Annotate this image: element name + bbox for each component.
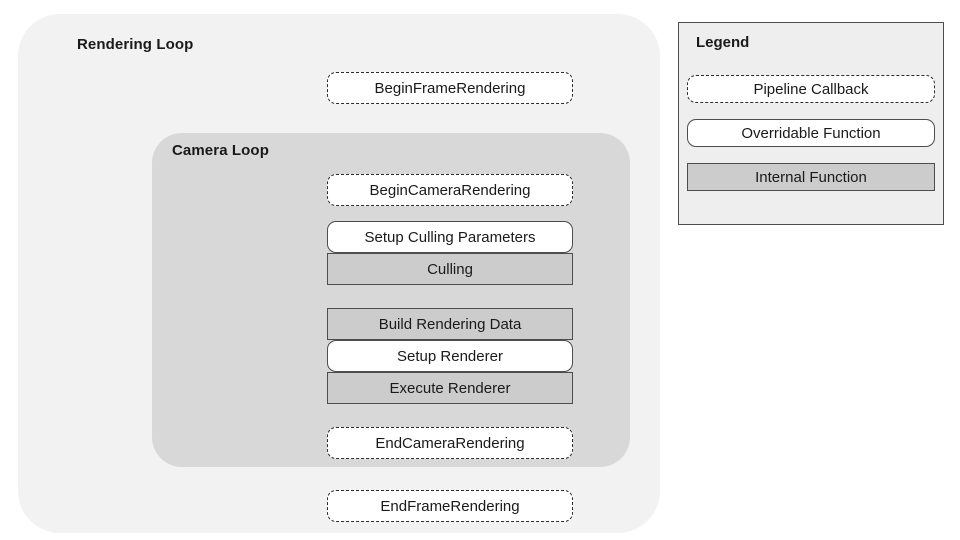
node-begin-frame-rendering[interactable]: BeginFrameRendering: [327, 72, 573, 104]
rendering-loop-title: Rendering Loop: [77, 36, 194, 53]
node-begin-camera-rendering[interactable]: BeginCameraRendering: [327, 174, 573, 206]
node-end-frame-rendering[interactable]: EndFrameRendering: [327, 490, 573, 522]
node-setup-culling-parameters[interactable]: Setup Culling Parameters: [327, 221, 573, 253]
legend-item-pipeline-callback: Pipeline Callback: [687, 75, 935, 103]
legend-item-internal-function: Internal Function: [687, 163, 935, 191]
legend-title: Legend: [696, 34, 750, 51]
node-culling[interactable]: Culling: [327, 253, 573, 285]
legend-item-overridable-function: Overridable Function: [687, 119, 935, 147]
node-build-rendering-data[interactable]: Build Rendering Data: [327, 308, 573, 340]
node-execute-renderer[interactable]: Execute Renderer: [327, 372, 573, 404]
node-setup-renderer[interactable]: Setup Renderer: [327, 340, 573, 372]
camera-loop-title: Camera Loop: [172, 142, 269, 159]
node-end-camera-rendering[interactable]: EndCameraRendering: [327, 427, 573, 459]
